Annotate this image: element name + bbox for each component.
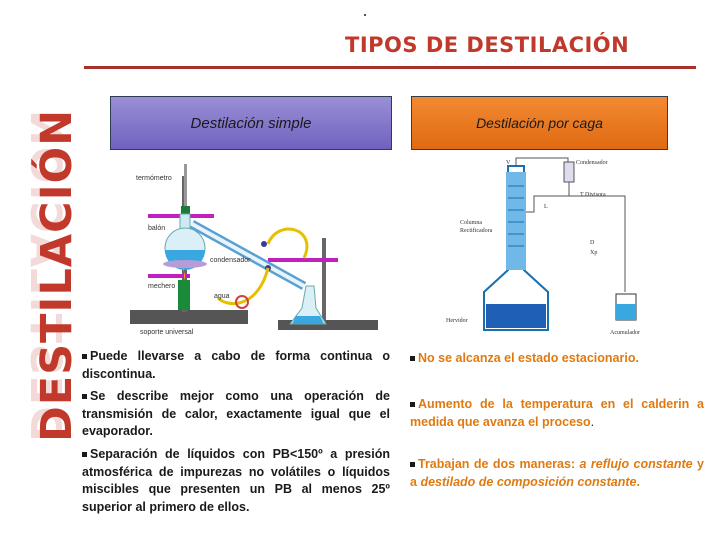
left-bullet-2: Se describe mejor como una operación de … [82,388,390,441]
right-bullet-1-text: No se alcanza el estado estacionario. [418,351,639,365]
left-bullet-3: Separación de líquidos con PB<150º a pre… [82,446,390,516]
label-hervidor: Hervidor [446,318,468,324]
bullet-square [410,402,415,408]
right-bullet-3-d: destilado de composición constante [420,474,637,489]
bullet-square [82,394,87,400]
bullet-square [82,354,87,360]
header-batch-label: Destilación por caga [476,115,603,131]
label-condensador: condensador [210,257,251,264]
bullet-square [82,452,87,458]
label-columna-1: Columna [460,220,482,226]
label-l: L [544,204,548,210]
right-bullet-3-e: . [636,474,640,489]
left-bullet-2-text: Se describe mejor como una operación de … [82,389,390,438]
label-columna-2: Rectificadora [460,227,493,234]
label-d: D [590,240,595,246]
right-bullet-3-c: y a [410,457,704,489]
right-bullet-1: No se alcanza el estado estacionario. [410,350,704,368]
right-bullet-2-period: . [590,414,595,429]
right-bullet-2-text: Aumento de la temperatura en el calderin… [410,397,704,429]
support-base [130,310,248,324]
label-mechero: mechero [148,283,175,290]
label-balon: balón [148,225,165,232]
left-bullet-1: Puede llevarse a cabo de forma continua … [82,348,390,383]
top-dot [364,14,366,16]
label-termometro: termómetro [136,175,172,182]
simple-distillation-diagram: termómetro balón condensador mechero agu… [118,158,382,338]
side-title-block: DESTILACIÓN DESTILACIÓN [0,108,86,452]
left-bullet-3-text: Separación de líquidos con PB<150º a pre… [82,447,390,514]
right-bullet-3-a: Trabajan de dos maneras: [418,457,580,471]
page-title: TIPOS DE DESTILACIÓN [345,33,630,57]
side-title: DESTILACIÓN [32,108,82,442]
label-xd: Xp [590,250,597,256]
title-divider [84,66,696,69]
header-batch-distillation: Destilación por caga [411,96,668,150]
label-condensador-r: Condensador [576,160,608,166]
label-v: V [506,160,511,166]
bullet-square [410,356,415,362]
support-base-right [278,320,378,330]
right-bullet-3-b: a reflujo constante [579,457,693,471]
label-agua: agua [214,293,230,300]
label-soporte: soporte universal [140,329,194,336]
bullet-square [410,462,415,468]
header-simple-label: Destilación simple [190,114,312,132]
left-bullet-1-text: Puede llevarse a cabo de forma continua … [82,349,390,381]
label-acumulador: Acumulador [610,330,640,336]
right-bullet-2: Aumento de la temperatura en el calderin… [410,396,704,431]
header-simple-distillation: Destilación simple [110,96,392,150]
support-rod-right [322,238,326,322]
right-bullet-3: Trabajan de dos maneras: a reflujo const… [410,456,704,491]
label-divisora: T Divisora [580,192,606,198]
batch-distillation-diagram: Condensador T Divisora V L D Xp Columna … [440,152,656,338]
